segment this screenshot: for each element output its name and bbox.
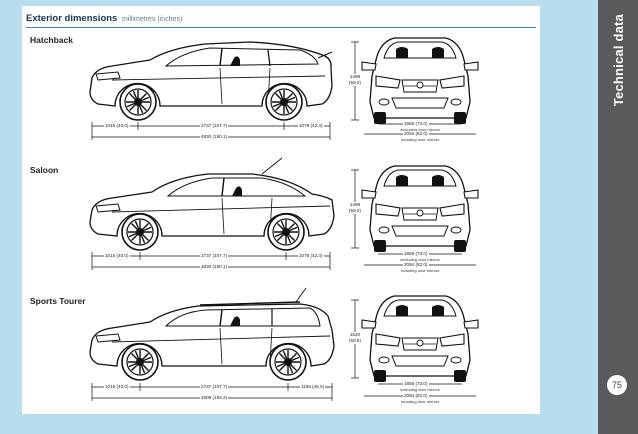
- hatchback-height-mm: 1498: [349, 74, 361, 79]
- hatchback-side-view: [89, 41, 333, 121]
- left-band: [0, 6, 22, 434]
- sports-tourer-width-excl: 1856 (73.0): [403, 381, 429, 387]
- right-gutter: [540, 6, 598, 434]
- header-unit: millimetres (inches): [121, 16, 183, 23]
- hatchback-rear-overhang: 1078 (42.4): [298, 123, 324, 129]
- hatchback-wheelbase: 2737 (107.7): [200, 123, 229, 129]
- hatchback-length: 4830 (190.1): [200, 134, 229, 140]
- saloon-width-incl-note: including door mirrors: [400, 268, 440, 273]
- saloon-length: 4830 (190.1): [200, 264, 229, 270]
- saloon-height: 1498 (59.0): [343, 202, 367, 214]
- top-band: [0, 0, 598, 6]
- section-label-saloon: Saloon: [30, 165, 59, 175]
- saloon-front-overhang: 1015 (40.0): [104, 253, 130, 259]
- hatchback-width-incl: 2084 (82.0): [403, 131, 429, 137]
- hatchback-width-incl-note: including door mirrors: [400, 137, 440, 142]
- hatchback-front-overhang: 1015 (40.0): [104, 123, 130, 129]
- sports-tourer-side-view: [89, 287, 335, 381]
- page-header: Exterior dimensions millimetres (inches): [26, 13, 182, 24]
- sports-tourer-rear-overhang: 1156 (45.5): [300, 384, 326, 390]
- saloon-width-excl: 1856 (73.0): [403, 251, 429, 257]
- bottom-band: [22, 414, 540, 434]
- saloon-side-view: [89, 157, 335, 251]
- saloon-height-mm: 1498: [349, 202, 361, 207]
- header-rule: [26, 27, 536, 28]
- section-label-hatchback: Hatchback: [30, 35, 73, 45]
- saloon-front-view: [361, 165, 479, 253]
- saloon-wheelbase: 2737 (107.7): [200, 253, 229, 259]
- section-label-sports-tourer: Sports Tourer: [30, 296, 86, 306]
- hatchback-width-excl-note: excluding door mirrors: [400, 127, 440, 132]
- saloon-width-incl: 2084 (82.0): [403, 262, 429, 268]
- sports-tourer-width-incl-note: including door mirrors: [400, 399, 440, 404]
- header-title: Exterior dimensions: [26, 13, 118, 24]
- sports-tourer-front-overhang: 1015 (40.0): [104, 384, 130, 390]
- hatchback-height-in: (59.0): [348, 80, 361, 85]
- sports-tourer-height-in: (59.8): [348, 338, 361, 343]
- sports-tourer-height: 1520 (59.8): [343, 332, 367, 344]
- saloon-height-in: (59.0): [348, 208, 361, 213]
- saloon-rear-overhang: 1078 (42.4): [298, 253, 324, 259]
- sports-tourer-wheelbase: 2737 (107.7): [200, 384, 229, 390]
- hatchback-height: 1498 (59.0): [343, 74, 367, 86]
- sports-tourer-length: 4908 (193.2): [200, 395, 229, 401]
- hatchback-front-view: [361, 37, 479, 125]
- sports-tourer-width-incl: 2084 (82.0): [403, 393, 429, 399]
- sports-tourer-width-excl-note: excluding door mirrors: [400, 387, 440, 392]
- sports-tourer-height-mm: 1520: [349, 332, 361, 337]
- hatchback-width-excl: 1856 (73.0): [403, 121, 429, 127]
- page-number-badge: 75: [607, 375, 627, 395]
- sports-tourer-front-view: [361, 295, 479, 383]
- saloon-width-excl-note: excluding door mirrors: [400, 257, 440, 262]
- sidebar: [598, 0, 638, 434]
